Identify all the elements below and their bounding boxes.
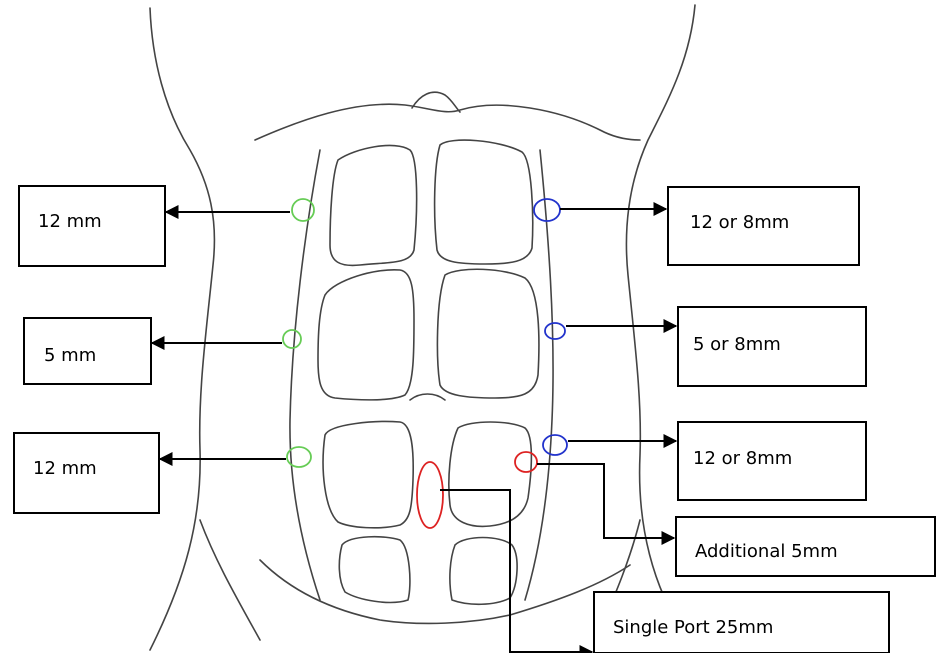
arrow-additional: [537, 464, 674, 538]
chest-line: [255, 104, 640, 140]
navel-mark: [410, 394, 445, 400]
muscle-upper-left: [330, 145, 417, 265]
label-left-upper: 12 mm: [38, 211, 102, 232]
label-additional: Additional 5mm: [695, 541, 838, 562]
muscle-lower-left: [323, 422, 413, 528]
port-right-middle: [545, 323, 565, 339]
torso-left-contour: [150, 8, 214, 650]
label-right-middle-box: 5 or 8mm: [678, 307, 866, 386]
label-left-upper-box: 12 mm: [19, 186, 165, 266]
label-right-lower: 12 or 8mm: [693, 448, 792, 469]
muscle-upper-right: [435, 140, 533, 264]
label-left-lower-box: 12 mm: [14, 433, 159, 513]
port-left-middle: [283, 330, 301, 348]
port-left-upper: [292, 199, 314, 221]
label-right-upper: 12 or 8mm: [690, 212, 789, 233]
port-additional: [515, 452, 537, 472]
muscle-bottom-right: [450, 538, 517, 605]
label-single-port: Single Port 25mm: [613, 617, 773, 638]
lower-abdomen-line: [260, 560, 630, 623]
abdominal-muscles: [318, 140, 539, 604]
label-right-middle: 5 or 8mm: [693, 334, 781, 355]
port-markers: [283, 199, 567, 528]
muscle-middle-left: [318, 270, 414, 400]
torso-outline: [150, 5, 695, 650]
port-right-lower: [543, 435, 567, 455]
label-right-upper-box: 12 or 8mm: [668, 187, 859, 265]
arrow-single-port: [440, 490, 592, 652]
label-additional-box: Additional 5mm: [676, 517, 935, 576]
muscle-middle-right: [437, 269, 538, 398]
label-right-lower-box: 12 or 8mm: [678, 422, 866, 500]
rectus-right-edge: [525, 150, 553, 600]
pelvic-left-line: [200, 520, 260, 640]
label-single-port-box: Single Port 25mm: [594, 592, 889, 653]
label-left-middle: 5 mm: [44, 345, 96, 366]
label-left-middle-box: 5 mm: [24, 318, 151, 384]
label-left-lower: 12 mm: [33, 458, 97, 479]
port-single: [417, 462, 443, 528]
muscle-bottom-left: [339, 537, 410, 603]
muscle-lower-right: [449, 422, 532, 526]
pectoral-notch: [412, 92, 460, 112]
port-right-upper: [534, 199, 560, 221]
